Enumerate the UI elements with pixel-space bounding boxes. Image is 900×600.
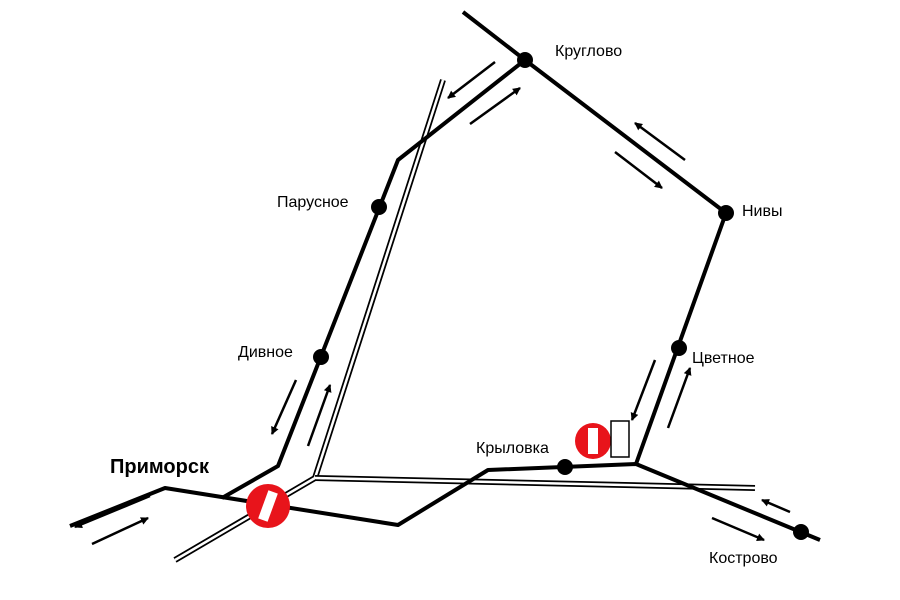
settlement-dots <box>313 52 809 540</box>
label-kruglovo: Круглово <box>555 43 623 60</box>
no-entry-sign-krylovka <box>575 420 630 459</box>
road-kruglovo-tsvetnoe <box>461 10 728 465</box>
direction-arrows <box>74 61 791 546</box>
roads <box>69 10 821 542</box>
label-krylovka: Крыловка <box>476 440 549 457</box>
label-primorsk: Приморск <box>110 456 209 478</box>
no-entry-sign-primorsk <box>246 484 290 528</box>
road-primorsk-west <box>69 462 821 542</box>
label-kostrovo: Кострово <box>709 550 778 567</box>
label-divnoe: Дивное <box>238 344 293 361</box>
railway <box>173 79 756 563</box>
label-nivy: Нивы <box>742 203 783 220</box>
label-parusnoe: Парусное <box>277 194 349 211</box>
road-primorsk-kruglovo <box>221 58 527 500</box>
label-tsvetnoe: Цветное <box>692 350 755 367</box>
